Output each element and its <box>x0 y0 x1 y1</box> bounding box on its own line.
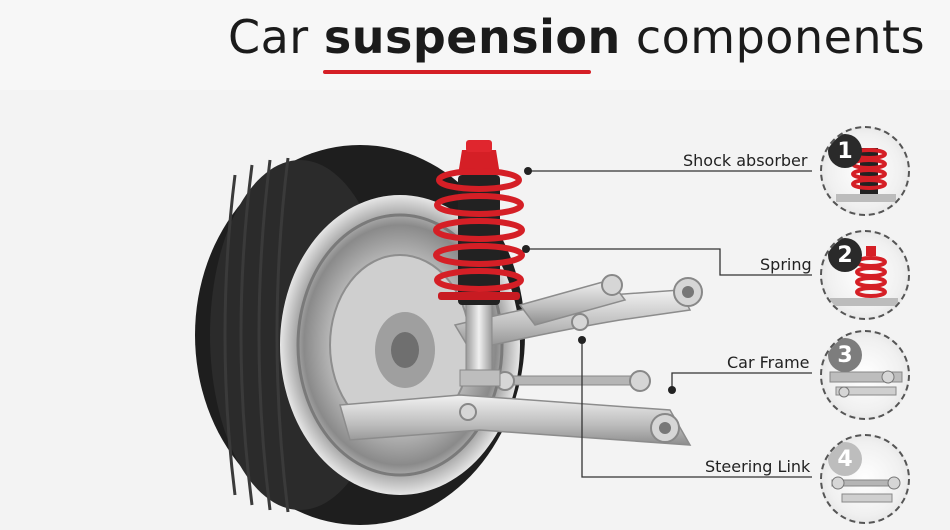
steering-link-icon <box>831 476 901 503</box>
title-suffix: components <box>620 10 926 64</box>
label-car-frame: Car Frame <box>727 353 810 372</box>
title-underline <box>323 70 591 74</box>
badge-car-frame: 3 <box>820 330 910 420</box>
coil-spring <box>433 168 525 292</box>
badge-number: 2 <box>828 238 862 272</box>
spring-seat <box>438 292 520 300</box>
title-prefix: Car <box>228 10 324 64</box>
lower-control-arm <box>339 394 692 446</box>
title-bold: suspension <box>323 10 621 64</box>
badge-steering-link: 4 <box>820 434 910 524</box>
badge-number: 3 <box>828 338 862 372</box>
strut <box>459 299 501 387</box>
page-title: Car suspension components <box>228 10 928 64</box>
label-spring: Spring <box>760 255 812 274</box>
badge-number: 4 <box>828 442 862 476</box>
badge-spring: 2 <box>820 230 910 320</box>
leader-lines <box>526 170 812 478</box>
car-frame-icon <box>829 370 903 398</box>
badge-shock-absorber: 1 <box>820 126 910 216</box>
label-shock-absorber: Shock absorber <box>683 151 808 170</box>
coil-spring-icon <box>830 246 898 306</box>
upper-control-arm <box>453 274 703 351</box>
leader-dots <box>522 167 676 394</box>
badge-number: 1 <box>828 134 862 168</box>
label-steering-link: Steering Link <box>705 457 811 476</box>
